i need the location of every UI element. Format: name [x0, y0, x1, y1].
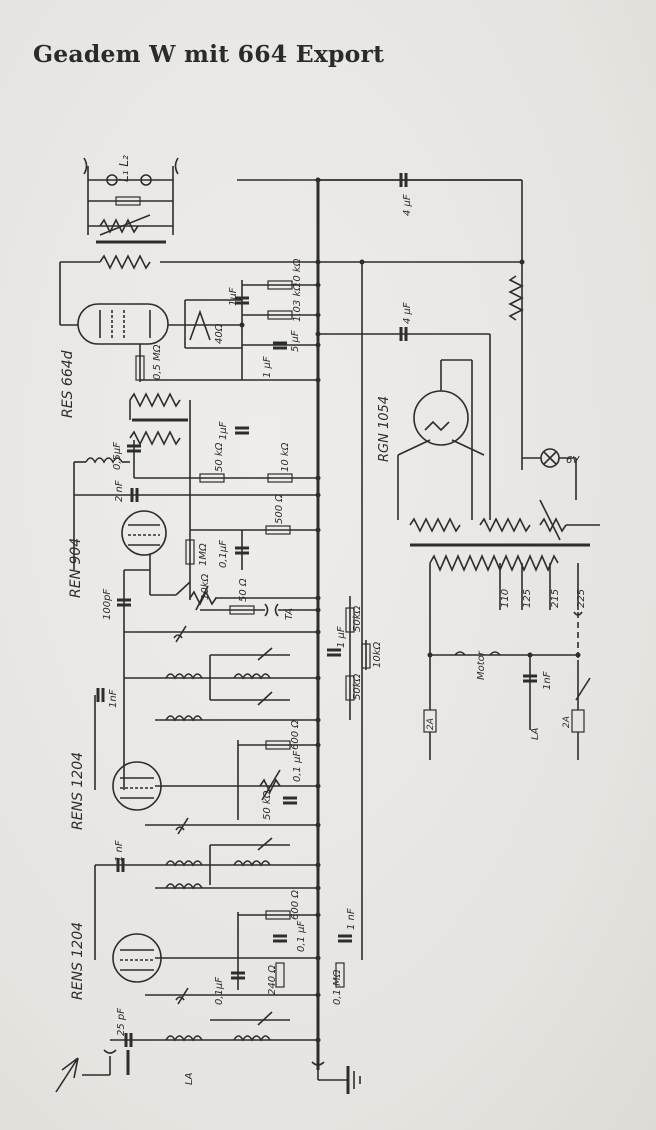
r05m-label: 0,5 MΩ: [152, 344, 163, 380]
ta-label: TA: [284, 608, 295, 620]
r600-b-label: 600 Ω: [290, 890, 301, 920]
c1nf-a-label: 1nF: [108, 689, 119, 708]
tap-110-label: 110: [500, 589, 511, 608]
tube-rens1204-stage1-label: RENS 1204: [70, 922, 86, 1000]
tube-ren904: REN 904: [68, 510, 167, 598]
r40ohm-label: 40Ω: [214, 323, 225, 344]
p50k-label: 50 kΩ: [262, 790, 273, 820]
tube-rgn1054-label: RGN 1054: [377, 396, 392, 462]
p10k-label: 10kΩ: [200, 573, 211, 600]
la-mains-label: LA: [530, 727, 541, 740]
tube-rens1204-stage2-label: RENS 1204: [70, 752, 86, 830]
r01m-label: 0,1 MΩ: [332, 969, 343, 1005]
tube-res664d: RES 664d: [60, 303, 242, 418]
r50k-b-label: 50kΩ: [352, 673, 363, 700]
c100pf-label: 100pF: [102, 589, 113, 620]
r600-a-label: 600 Ω: [290, 720, 301, 750]
tube-rens1204-stage2: RENS 1204: [70, 752, 162, 830]
r50k-a-label: 50kΩ: [352, 605, 363, 632]
r10k-b-label: 10kΩ: [372, 641, 383, 668]
c01uf-c-label: 0,1 μF: [296, 921, 307, 952]
r10k-mid-label: 10 kΩ: [280, 442, 291, 472]
lamp-label: 6V: [566, 455, 580, 466]
c01uf-a-label: 0,1μF: [218, 540, 229, 568]
tap-225-label: 225: [576, 589, 587, 608]
c4uf-a-label: 4 μF: [402, 194, 413, 216]
c01uf-b-label: 0,1 μF: [292, 751, 303, 782]
tube-rens1204-stage1: RENS 1204: [70, 922, 162, 1000]
antenna-coupling-section: L₁ L₂: [59, 155, 185, 325]
tube-res664d-label: RES 664d: [60, 350, 76, 418]
c05uf-label: 0,5μF: [112, 442, 123, 470]
r1m-label: 1MΩ: [198, 543, 209, 566]
antenna-icon: [55, 1057, 79, 1093]
c1uf-c-label: 1μF: [218, 421, 229, 440]
c1nf-mains-label: 1nF: [542, 671, 553, 690]
fuse-a-label: 2A: [426, 718, 436, 730]
tube-rgn1054: RGN 1054: [377, 359, 485, 520]
c1nf-b-label: 1 nF: [114, 840, 125, 862]
r500-label: 500 Ω: [274, 494, 285, 524]
tap-125-label: 125: [522, 589, 533, 608]
r50k-label: 50 kΩ: [214, 442, 225, 472]
tube-ren904-label: REN 904: [68, 538, 84, 598]
c4uf-b-label: 4 μF: [402, 302, 413, 324]
c1nf-c-label: 1 nF: [346, 908, 357, 930]
ground-icon: [346, 1066, 361, 1094]
c01uf-d-label: 0,1μF: [214, 977, 225, 1005]
c5uf-label: 5 μF: [290, 330, 301, 352]
l1l2-label: L₁ L₂: [117, 155, 131, 182]
tap-215-label: 215: [550, 589, 561, 608]
r103k-label: 1,03 kΩ: [292, 283, 303, 322]
page-title: Geadem W mit 664 Export: [33, 40, 385, 68]
r10k-top-label: 10 kΩ: [292, 258, 303, 288]
c1uf-d-label: 1 μF: [336, 626, 347, 648]
c1uf-a-label: 1μF: [228, 287, 239, 306]
c1uf-b-label: 1 μF: [262, 356, 273, 378]
fuse-b-label: 2A: [562, 716, 572, 728]
r50-b-label: 50 Ω: [238, 578, 249, 602]
junction-dots: [239, 177, 581, 1043]
r240-label: 240 Ω: [267, 965, 278, 995]
motor-label: Motor: [476, 650, 487, 680]
la-left-label: LA: [184, 1072, 195, 1085]
c25pf-label: 25 pF: [116, 1008, 127, 1036]
c2nf-label: 2 nF: [114, 480, 125, 502]
